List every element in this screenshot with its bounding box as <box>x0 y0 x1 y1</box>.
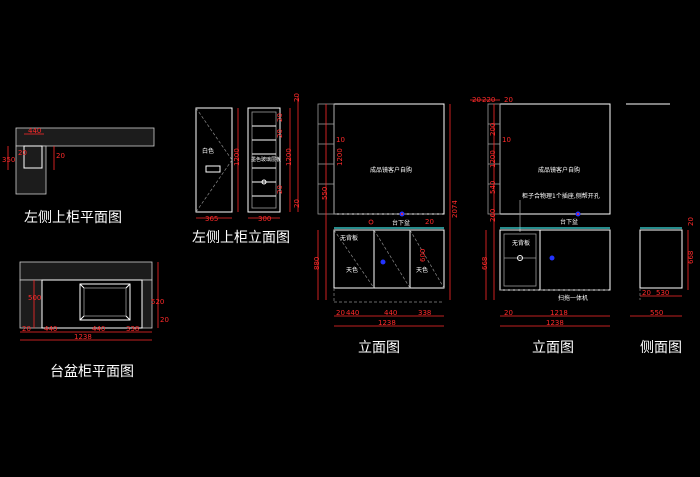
basin-outline <box>79 283 131 321</box>
dim-text: 20 <box>472 96 481 104</box>
dim-text: 440 <box>384 309 397 317</box>
under-basin-label: 台下盆 <box>392 219 410 227</box>
dim-text: 20 <box>276 185 284 194</box>
dim-text: 350 <box>2 156 15 164</box>
mirror-panel <box>333 103 445 215</box>
dim-text: 365 <box>205 215 218 223</box>
basin-countertop-strip <box>19 261 153 281</box>
side-elevation: 20 530 550 668 20 侧面图 <box>626 103 695 356</box>
dim-text: 530 <box>656 289 669 297</box>
dim-text: 550 <box>650 309 663 317</box>
mirror-note-2: 成品镜客户自购 <box>538 166 580 174</box>
dim-text: 20 <box>504 96 513 104</box>
marker-icon <box>380 259 386 265</box>
dim-text: 338 <box>418 309 431 317</box>
basin-cabinet-plan: 20 440 440 338 1238 500 520 20 台盆柜平面图 <box>19 261 169 380</box>
dim-text: 10 <box>336 136 345 144</box>
side-panel <box>195 107 233 213</box>
dim-text: 550 <box>321 187 329 200</box>
dim-text: 440 <box>346 309 359 317</box>
dim-text: 20 <box>276 113 284 122</box>
dim-text: 1200 <box>489 150 497 168</box>
dim-text: 440 <box>44 325 57 333</box>
socket-icon <box>261 179 267 185</box>
left-upper-cabinet-plan: 440 20 350 20 左侧上柜平面图 <box>2 127 155 226</box>
white-label: 白色 <box>202 147 214 155</box>
cabinet-side-block <box>15 145 47 195</box>
dim-text: 1238 <box>546 319 564 327</box>
dim-text: 20 <box>56 152 65 160</box>
shelf-unit <box>247 107 281 213</box>
dim-text: 668 <box>687 251 695 264</box>
socket-note: 柜子合物理1个插座,侧帮开孔 <box>522 192 600 200</box>
title-side-elevation: 侧面图 <box>640 340 682 356</box>
dim-text: 1200 <box>336 148 344 166</box>
drawer-label-2: 无背板 <box>512 239 530 247</box>
left-upper-cabinet-elevation: 白色 墨色玻璃层板 365 300 1200 1200 20 20 20 20 … <box>192 93 301 246</box>
dim-text: 2074 <box>451 200 459 218</box>
dim-text: 540 <box>489 181 497 194</box>
dim-text: 668 <box>481 257 489 270</box>
title-elevation-2: 立面图 <box>532 340 574 356</box>
marker-icon <box>549 255 555 261</box>
dim-text: 338 <box>126 325 139 333</box>
dim-text: 20 <box>642 289 651 297</box>
dim-text: 600 <box>419 249 427 262</box>
dim-text: 20 <box>18 149 27 157</box>
label-box <box>205 165 221 173</box>
side-cabinet-outline <box>639 229 683 289</box>
dim-text: 880 <box>313 257 321 270</box>
dim-text: 260 <box>489 209 497 222</box>
sweeper-label: 扫拖一体机 <box>558 294 588 302</box>
countertop-strip <box>15 127 155 147</box>
title-elevation-1: 立面图 <box>358 340 400 356</box>
dim-text: 20 <box>160 316 169 324</box>
dim-text: 200 <box>489 123 497 136</box>
dim-text: 20 <box>22 325 31 333</box>
mirror-note: 成品镜客户自购 <box>370 166 412 174</box>
vanity-cabinet-2 <box>499 229 611 291</box>
dim-text: 10 <box>502 136 511 144</box>
dim-text: 20 <box>293 93 301 102</box>
dim-text: 20 <box>276 129 284 138</box>
dim-text: 20 <box>687 217 695 226</box>
title-left-upper-plan: 左侧上柜平面图 <box>24 210 122 226</box>
dim-text: 440 <box>28 127 41 135</box>
dim-text: 20 <box>504 309 513 317</box>
title-left-upper-elevation: 左侧上柜立面图 <box>192 230 290 246</box>
dim-text: 20 <box>336 309 345 317</box>
dim-text: 1218 <box>550 309 568 317</box>
dim-text: 20 <box>293 199 301 208</box>
basin-inner <box>83 287 127 317</box>
dim-text: 500 <box>28 294 41 302</box>
basin-left-block <box>19 279 43 329</box>
door-label: 天色 <box>346 266 358 274</box>
dim-text: 440 <box>92 325 105 333</box>
dim-text: 1238 <box>74 333 92 341</box>
shelf-label: 墨色玻璃层板 <box>251 156 281 163</box>
basin-cabinet-outline <box>41 279 143 329</box>
title-basin-plan: 台盆柜平面图 <box>50 364 134 380</box>
dim-text: 520 <box>151 298 164 306</box>
dim-text: 1200 <box>233 148 241 166</box>
dim-text: 1200 <box>285 148 293 166</box>
cabinet-box <box>23 145 43 169</box>
dim-text: 1238 <box>378 319 396 327</box>
elevation-1: 成品镜客户自购 无背板 天色 天色 台下盆 20 440 440 338 123… <box>313 103 459 356</box>
elevation-2: 成品镜客户自购 柜子合物理1个插座,侧帮开孔 台下盆 无背板 扫拖一体机 20 … <box>470 96 611 356</box>
dim-text: 300 <box>258 215 271 223</box>
drawer-label: 无背板 <box>340 234 358 242</box>
dim-text: 220 <box>482 96 495 104</box>
dim-text: 20 <box>425 218 434 226</box>
under-basin-label-2: 台下盆 <box>560 218 578 226</box>
door-label: 天色 <box>416 266 428 274</box>
vanity-cabinet <box>333 229 445 289</box>
